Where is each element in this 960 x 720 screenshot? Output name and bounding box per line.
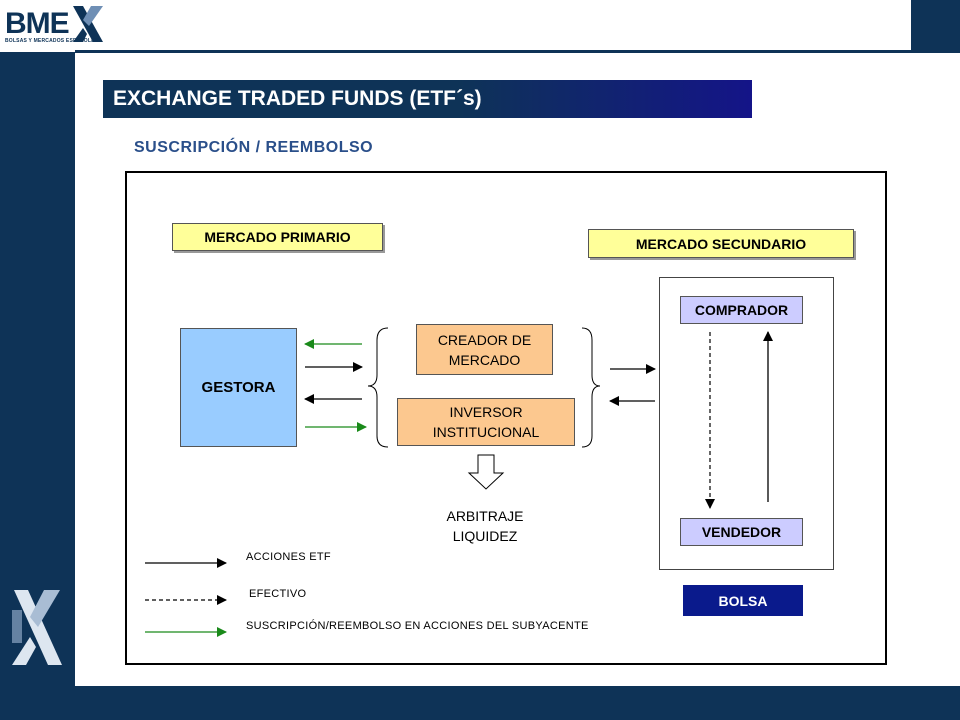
mercado-primario-box: MERCADO PRIMARIO [172, 223, 383, 251]
sidebar-x-icon [12, 590, 62, 665]
creador-de-mercado-box: CREADOR DE MERCADO [416, 324, 553, 375]
right-brace [581, 327, 601, 448]
legend-efectivo-label: EFECTIVO [249, 588, 307, 600]
bme-logo: BME BOLSAS Y MERCADOS ESPAÑOLES [5, 4, 105, 44]
bolsa-box: BOLSA [683, 585, 803, 616]
inversor-line2: INSTITUCIONAL [432, 424, 540, 440]
inversor-institucional-box: INVERSOR INSTITUCIONAL [397, 398, 575, 446]
gestora-box: GESTORA [180, 328, 297, 447]
page-title: EXCHANGE TRADED FUNDS (ETF´s) [103, 80, 752, 118]
vendedor-box: VENDEDOR [680, 518, 803, 546]
creador-line1: CREADOR DE [437, 331, 532, 348]
bottom-bar [75, 686, 960, 720]
logo-x-icon [72, 6, 103, 42]
mercado-secundario-box: MERCADO SECUNDARIO [588, 229, 854, 258]
inversor-line1: INVERSOR [449, 404, 523, 420]
liquidez-label: LIQUIDEZ [452, 528, 518, 544]
legend-suscripcion-label: SUSCRIPCIÓN/REEMBOLSO EN ACCIONES DEL SU… [246, 620, 589, 632]
page-subtitle: SUSCRIPCIÓN / REEMBOLSO [134, 139, 374, 156]
header-corner-block [911, 0, 960, 52]
left-brace [367, 327, 389, 448]
bolsa-frame [659, 277, 834, 570]
legend-acciones-label: ACCIONES ETF [246, 551, 331, 563]
creador-line2: MERCADO [448, 351, 521, 368]
logo-subtext: BOLSAS Y MERCADOS ESPAÑOLES [5, 38, 99, 44]
block-arrow-down [467, 454, 505, 490]
comprador-box: COMPRADOR [680, 296, 803, 324]
header-divider [75, 50, 960, 53]
arbitraje-label: ARBITRAJE [446, 508, 524, 524]
diagram-frame [125, 171, 887, 665]
logo-text: BME [5, 7, 70, 40]
